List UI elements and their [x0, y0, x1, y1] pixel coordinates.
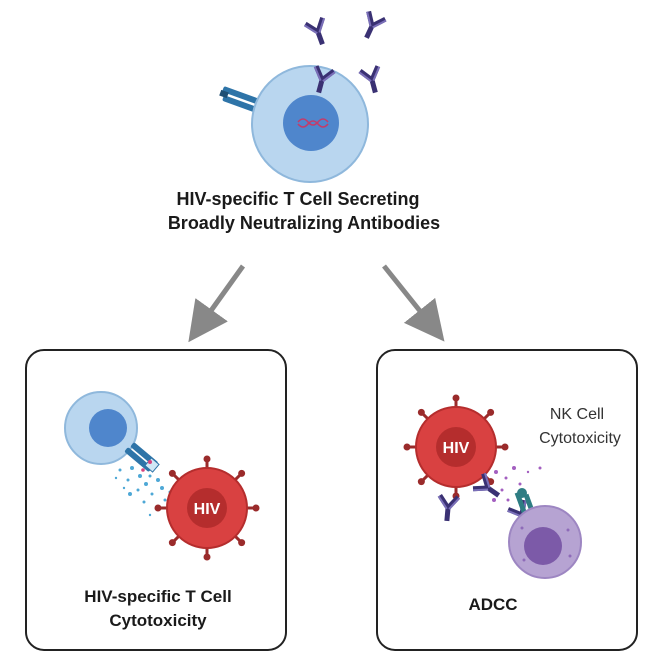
left-hiv-label: HIV [194, 501, 221, 518]
nk-label-line2: Cytotoxicity [539, 430, 621, 447]
top-title-line1: HIV-specific T Cell Secreting [176, 189, 419, 209]
nk-cell-granules [520, 526, 572, 562]
antibody-icon [302, 15, 333, 49]
left-caption-line1: HIV-specific T Cell [84, 587, 231, 606]
granules-pink [141, 460, 152, 472]
right-caption: ADCC [468, 595, 517, 614]
top-t-cell-group [219, 9, 388, 183]
arrow-left [188, 264, 246, 343]
nk-granules [492, 466, 542, 502]
arrow-right [382, 264, 445, 342]
right-hiv-label: HIV [443, 440, 470, 457]
nk-cell-nucleus [524, 527, 562, 565]
top-t-cell-nucleus [283, 95, 339, 151]
left-panel: HIV HIV-specific T Cell Cytotoxicity [25, 349, 287, 651]
right-panel: HIV NK Cell Cytotoxicity ADCC [376, 349, 638, 651]
antibody-icon [356, 9, 388, 43]
nk-label-line1: NK Cell [550, 406, 604, 423]
left-hiv-virus [154, 455, 260, 561]
left-caption-line2: Cytotoxicity [109, 611, 207, 630]
top-title-line2: Broadly Neutralizing Antibodies [168, 213, 440, 233]
antibody-icon [357, 64, 387, 96]
top-receptor [219, 86, 260, 114]
left-t-cell-nucleus [89, 409, 127, 447]
right-hiv-virus [403, 394, 509, 500]
dna-icon [297, 118, 329, 128]
